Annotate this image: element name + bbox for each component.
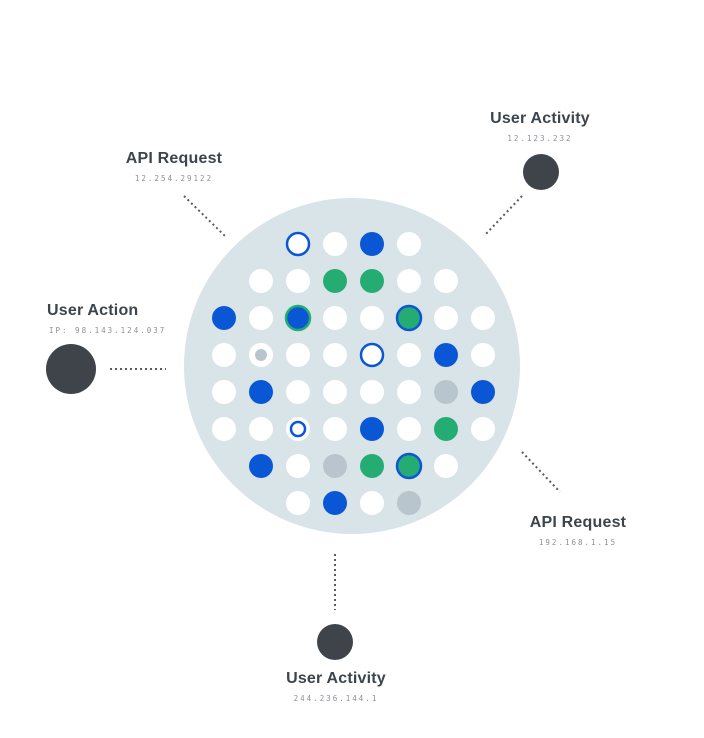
dot-r2-c2: [284, 304, 312, 332]
dot-r5-c7: [471, 417, 495, 441]
dot-r1-c2: [286, 269, 310, 293]
dot-r0-c2: [285, 231, 311, 257]
dot-r6-c3: [323, 454, 347, 478]
user-action-label: User Action IP: 98.143.124.037: [30, 302, 180, 335]
dot-r7-c4: [360, 491, 384, 515]
dot-r5-c0: [212, 417, 236, 441]
connector-user-activity-top: [483, 195, 523, 237]
user-action-node: [46, 344, 96, 394]
api-request-left-title: API Request: [125, 150, 223, 167]
user-activity-top-node: [523, 154, 559, 190]
dot-r1-c4: [360, 269, 384, 293]
dot-r7-c5: [397, 491, 421, 515]
dot-r3-c1-center: [255, 349, 267, 361]
dot-r1-c6: [434, 269, 458, 293]
dot-r4-c4: [360, 380, 384, 404]
user-activity-bottom-label: User Activity 244.236.144.1: [266, 670, 406, 703]
user-activity-top-title: User Activity: [490, 110, 590, 127]
dot-r6-c4: [360, 454, 384, 478]
dot-r0-c4: [360, 232, 384, 256]
dot-r6-c1: [249, 454, 273, 478]
dot-r3-c7: [471, 343, 495, 367]
dot-r2-c4: [360, 306, 384, 330]
dot-r0-c3: [323, 232, 347, 256]
dot-r5-c4: [360, 417, 384, 441]
dot-r5-c5: [397, 417, 421, 441]
dot-r2-c0: [212, 306, 236, 330]
dot-r4-c7: [471, 380, 495, 404]
dot-r5-c6: [434, 417, 458, 441]
dot-grid: [212, 231, 495, 515]
user-action-ip: IP: 98.143.124.037: [49, 326, 167, 335]
dot-r2-c1: [249, 306, 273, 330]
dot-r6-c6: [434, 454, 458, 478]
user-activity-top-ip: 12.123.232: [507, 134, 573, 143]
dot-r6-c5: [395, 452, 423, 480]
dot-r5-c3: [323, 417, 347, 441]
dot-r1-c1: [249, 269, 273, 293]
api-request-left-label: API Request 12.254.29122: [104, 150, 244, 183]
dot-r2-c7: [471, 306, 495, 330]
dot-r2-c5: [395, 304, 423, 332]
dot-r4-c1: [249, 380, 273, 404]
dot-r3-c3: [323, 343, 347, 367]
connector-api-request-left: [183, 195, 226, 237]
dot-r3-c2: [286, 343, 310, 367]
dot-r4-c2: [286, 380, 310, 404]
dot-r0-c5: [397, 232, 421, 256]
dot-r4-c6: [434, 380, 458, 404]
dot-r2-c3: [323, 306, 347, 330]
central-disc: [184, 198, 520, 534]
api-request-right-label: API Request 192.168.1.15: [508, 514, 648, 547]
dot-r4-c5: [397, 380, 421, 404]
dot-r4-c3: [323, 380, 347, 404]
connector-api-request-right: [521, 451, 561, 493]
dot-r2-c6: [434, 306, 458, 330]
api-request-right-title: API Request: [529, 514, 627, 531]
dot-r5-c1: [249, 417, 273, 441]
dot-r1-c3: [323, 269, 347, 293]
api-request-left-ip: 12.254.29122: [134, 174, 214, 183]
dot-r5-c2-ring: [289, 420, 307, 438]
dot-r3-c4: [359, 342, 385, 368]
dot-r4-c0: [212, 380, 236, 404]
dot-r3-c0: [212, 343, 236, 367]
user-activity-bottom-ip: 244.236.144.1: [293, 694, 379, 703]
dot-r7-c3: [323, 491, 347, 515]
dot-r3-c5: [397, 343, 421, 367]
user-activity-top-label: User Activity 12.123.232: [470, 110, 610, 143]
dot-r7-c2: [286, 491, 310, 515]
user-action-title: User Action: [47, 302, 139, 319]
dot-r1-c5: [397, 269, 421, 293]
user-activity-bottom-title: User Activity: [286, 670, 386, 687]
dot-r6-c2: [286, 454, 310, 478]
dot-r3-c6: [434, 343, 458, 367]
user-activity-bottom-node: [317, 624, 353, 660]
api-request-right-ip: 192.168.1.15: [538, 538, 618, 547]
